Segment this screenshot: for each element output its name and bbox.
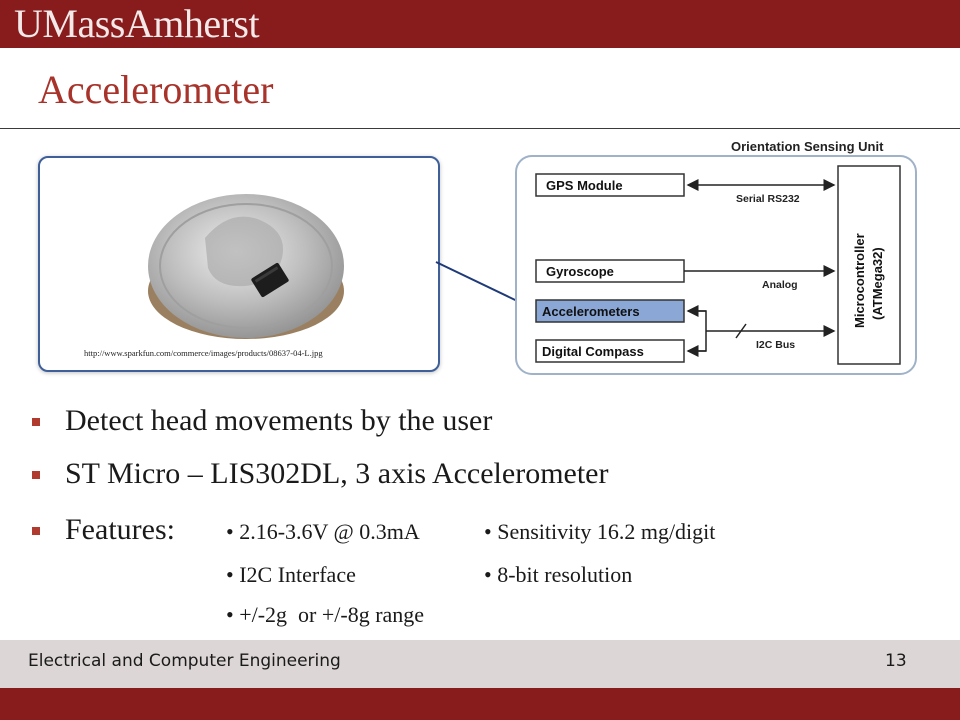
- analog-link-label: Analog: [762, 279, 798, 291]
- bullet-marker: [32, 527, 40, 535]
- orientation-sensing-diagram: Orientation Sensing Unit GPS Module Gyro…: [436, 132, 926, 382]
- feature-item: • 8-bit resolution: [484, 562, 633, 587]
- footer-bar: [0, 640, 960, 688]
- footer-department: Electrical and Computer Engineering: [28, 651, 341, 671]
- diagram-title: Orientation Sensing Unit: [731, 139, 884, 154]
- bullet-text: Features:: [65, 513, 175, 546]
- digital-compass-label: Digital Compass: [542, 344, 644, 359]
- bus-slash-mark: [735, 323, 747, 339]
- gyroscope-label: Gyroscope: [546, 264, 614, 279]
- bottom-bar: [0, 688, 960, 720]
- bullet-text: ST Micro – LIS302DL, 3 axis Acceleromete…: [65, 457, 609, 490]
- gps-module-label: GPS Module: [546, 178, 623, 193]
- coin-portrait: [205, 216, 284, 287]
- bullet-item: ST Micro – LIS302DL, 3 axis Acceleromete…: [32, 457, 609, 491]
- photo-source-url: http://www.sparkfun.com/commerce/images/…: [84, 348, 323, 358]
- slide-number: 13: [885, 651, 907, 671]
- digital-compass-box: [535, 339, 685, 363]
- feature-item: • 2.16-3.6V @ 0.3mA: [226, 519, 420, 544]
- bullet-text: Detect head movements by the user: [65, 404, 493, 437]
- gps-module-box: [535, 173, 685, 197]
- bullet-item: Features:: [32, 513, 175, 547]
- title-divider: [0, 128, 960, 129]
- feature-item: • +/-2g or +/-8g range: [226, 602, 425, 627]
- i2c-bus-label: I2C Bus: [756, 339, 795, 351]
- accelerometers-label: Accelerometers: [542, 304, 640, 319]
- microcontroller-model: (ATMega32): [870, 247, 885, 320]
- accelerometer-photo: [38, 156, 440, 372]
- coin-chip-illustration: [148, 194, 344, 339]
- block-diagram: Orientation Sensing Unit GPS Module Gyro…: [515, 139, 917, 375]
- accelerometers-box: [535, 299, 685, 323]
- chip: [251, 262, 289, 298]
- feature-item: • I2C Interface: [226, 562, 356, 587]
- bullet-marker: [32, 471, 40, 479]
- header-bar: UMassAmherst: [0, 0, 960, 48]
- feature-item: • Sensitivity 16.2 mg/digit: [484, 519, 716, 544]
- bullet-item: Detect head movements by the user: [32, 404, 492, 438]
- university-logo: UMassAmherst: [14, 1, 260, 46]
- microcontroller-box: [837, 165, 901, 365]
- slide-title: Accelerometer: [38, 67, 274, 112]
- bullet-marker: [32, 418, 40, 426]
- serial-link-label: Serial RS232: [736, 193, 800, 205]
- microcontroller-label: Microcontroller: [852, 233, 867, 328]
- coin-rim: [159, 203, 333, 329]
